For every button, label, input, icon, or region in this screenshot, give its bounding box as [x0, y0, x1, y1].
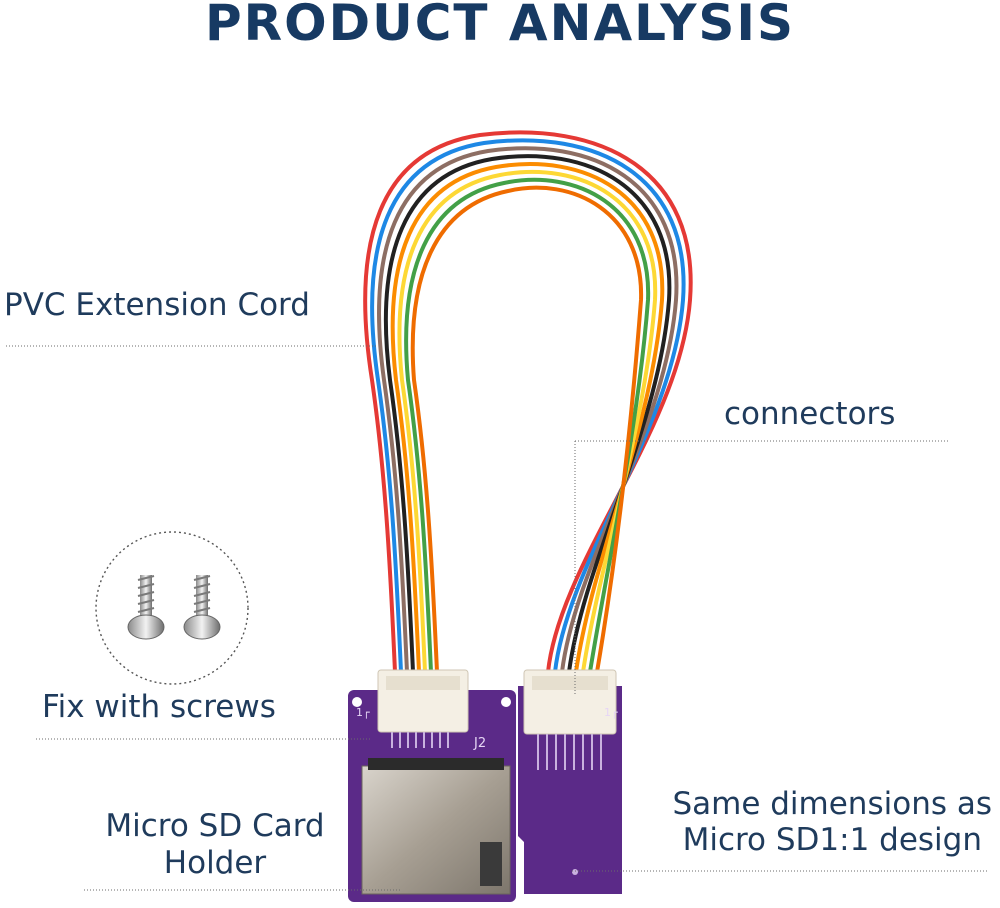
- wire-loop: [363, 130, 693, 674]
- connector-ref-mark: J2: [473, 736, 486, 751]
- page-title: PRODUCT ANALYSIS: [204, 0, 796, 52]
- pin1-left-mark: 1┌: [356, 706, 370, 719]
- sd-adapter-board: [518, 669, 622, 894]
- sd-holder-board: [348, 669, 516, 902]
- callout-lines: [6, 345, 988, 891]
- screws-callout: [95, 531, 249, 685]
- label-connectors: connectors: [724, 396, 896, 432]
- screw-left: [127, 575, 165, 640]
- label-sd-holder-line2: Holder: [163, 845, 267, 881]
- label-dimensions-line2: Micro SD1:1 design: [682, 822, 982, 858]
- label-dimensions-line1: Same dimensions as: [672, 786, 992, 822]
- label-pvc-extension-cord: PVC Extension Cord: [4, 287, 310, 323]
- pin1-right-mark: 1┌: [604, 706, 618, 719]
- label-sd-holder-line1: Micro SD Card: [105, 808, 325, 844]
- label-fix-with-screws: Fix with screws: [42, 689, 276, 725]
- screw-right: [183, 575, 221, 640]
